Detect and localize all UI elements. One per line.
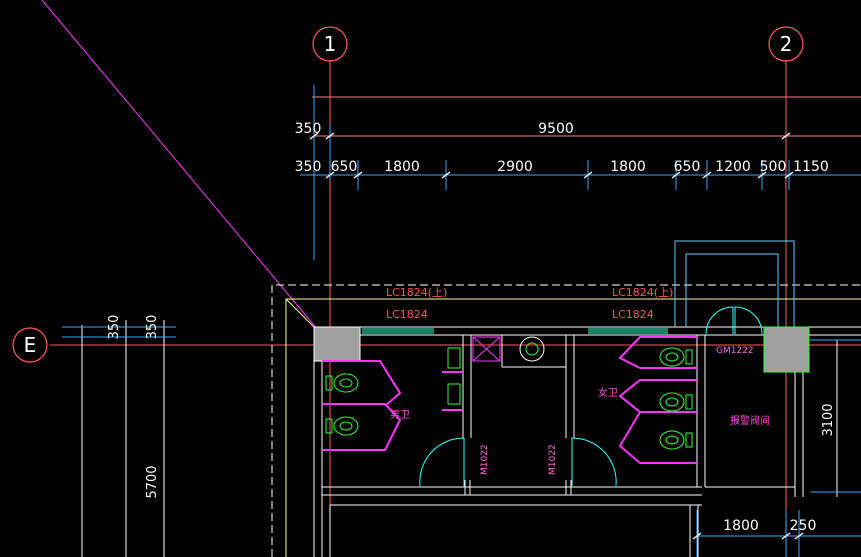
door-label-m1022-right: M1022 [548,444,558,475]
urinal-partitions [442,371,463,411]
axis-bubble-e: E [12,327,48,363]
door-swings-m1022 [419,437,617,487]
dim-offset-350: 350 [295,121,322,137]
dim-right-3100: 3100 [821,403,836,436]
men-stalls [322,360,402,451]
room-label-men: 男卫 [390,409,410,421]
dim-seg-7: 1200 [715,159,751,175]
room-label-alarm-valve: 报警阀间 [730,414,770,427]
column-e1 [313,326,361,362]
women-toilets [659,347,693,450]
window-label-left-upper: LC1824(上) [386,286,447,299]
dim-seg-1: 350 [295,159,322,175]
men-toilets [325,373,359,436]
window-lc1824-right [588,328,668,334]
door-label-m1022-left: M1022 [480,444,490,475]
axis-label-2: 2 [780,32,793,56]
window-label-right: LC1824 [612,308,654,321]
door-label-gm1222: GM1222 [716,346,754,356]
mop-sink [472,336,501,362]
axis-bubble-1: 1 [312,26,348,62]
dim-seg-5: 1800 [610,159,646,175]
dim-seg-8: 500 [760,159,787,175]
right-dimension: 3100 [810,339,861,497]
axis-label-1: 1 [324,32,337,56]
diagonal-guide-line [41,0,319,331]
left-dimension-chain: 350 350 5700 [62,315,176,557]
room-label-women: 女卫 [598,386,618,399]
entrance-canopy [674,240,795,327]
axis-bubble-2: 2 [768,26,804,62]
dim-seg-4: 2900 [497,159,533,175]
bottom-dimension: 1800 250 [692,510,861,557]
dim-seg-9: 1150 [793,159,829,175]
top-dimension-chain: 350 9500 350 650 1800 2900 1800 650 1200… [295,85,861,260]
wash-basin [519,336,545,362]
dim-total-9500: 9500 [538,121,574,137]
women-stalls [618,336,697,464]
window-lc1824-left [362,328,434,334]
dim-seg-6: 650 [674,159,701,175]
dim-left-5700: 5700 [145,465,160,498]
dim-bottom-250: 250 [790,518,817,534]
window-label-right-upper: LC1824(上) [612,286,673,299]
gm1222-door-swing [705,306,763,335]
dim-seg-3: 1800 [384,159,420,175]
urinals [447,347,461,405]
dim-bottom-1800: 1800 [723,518,759,534]
axis-label-e: E [24,333,37,357]
column-e2 [763,326,810,373]
dim-left-350-b: 350 [145,315,160,340]
window-label-left: LC1824 [386,308,428,321]
dim-seg-2: 650 [331,159,358,175]
dim-left-350-a: 350 [107,315,122,340]
